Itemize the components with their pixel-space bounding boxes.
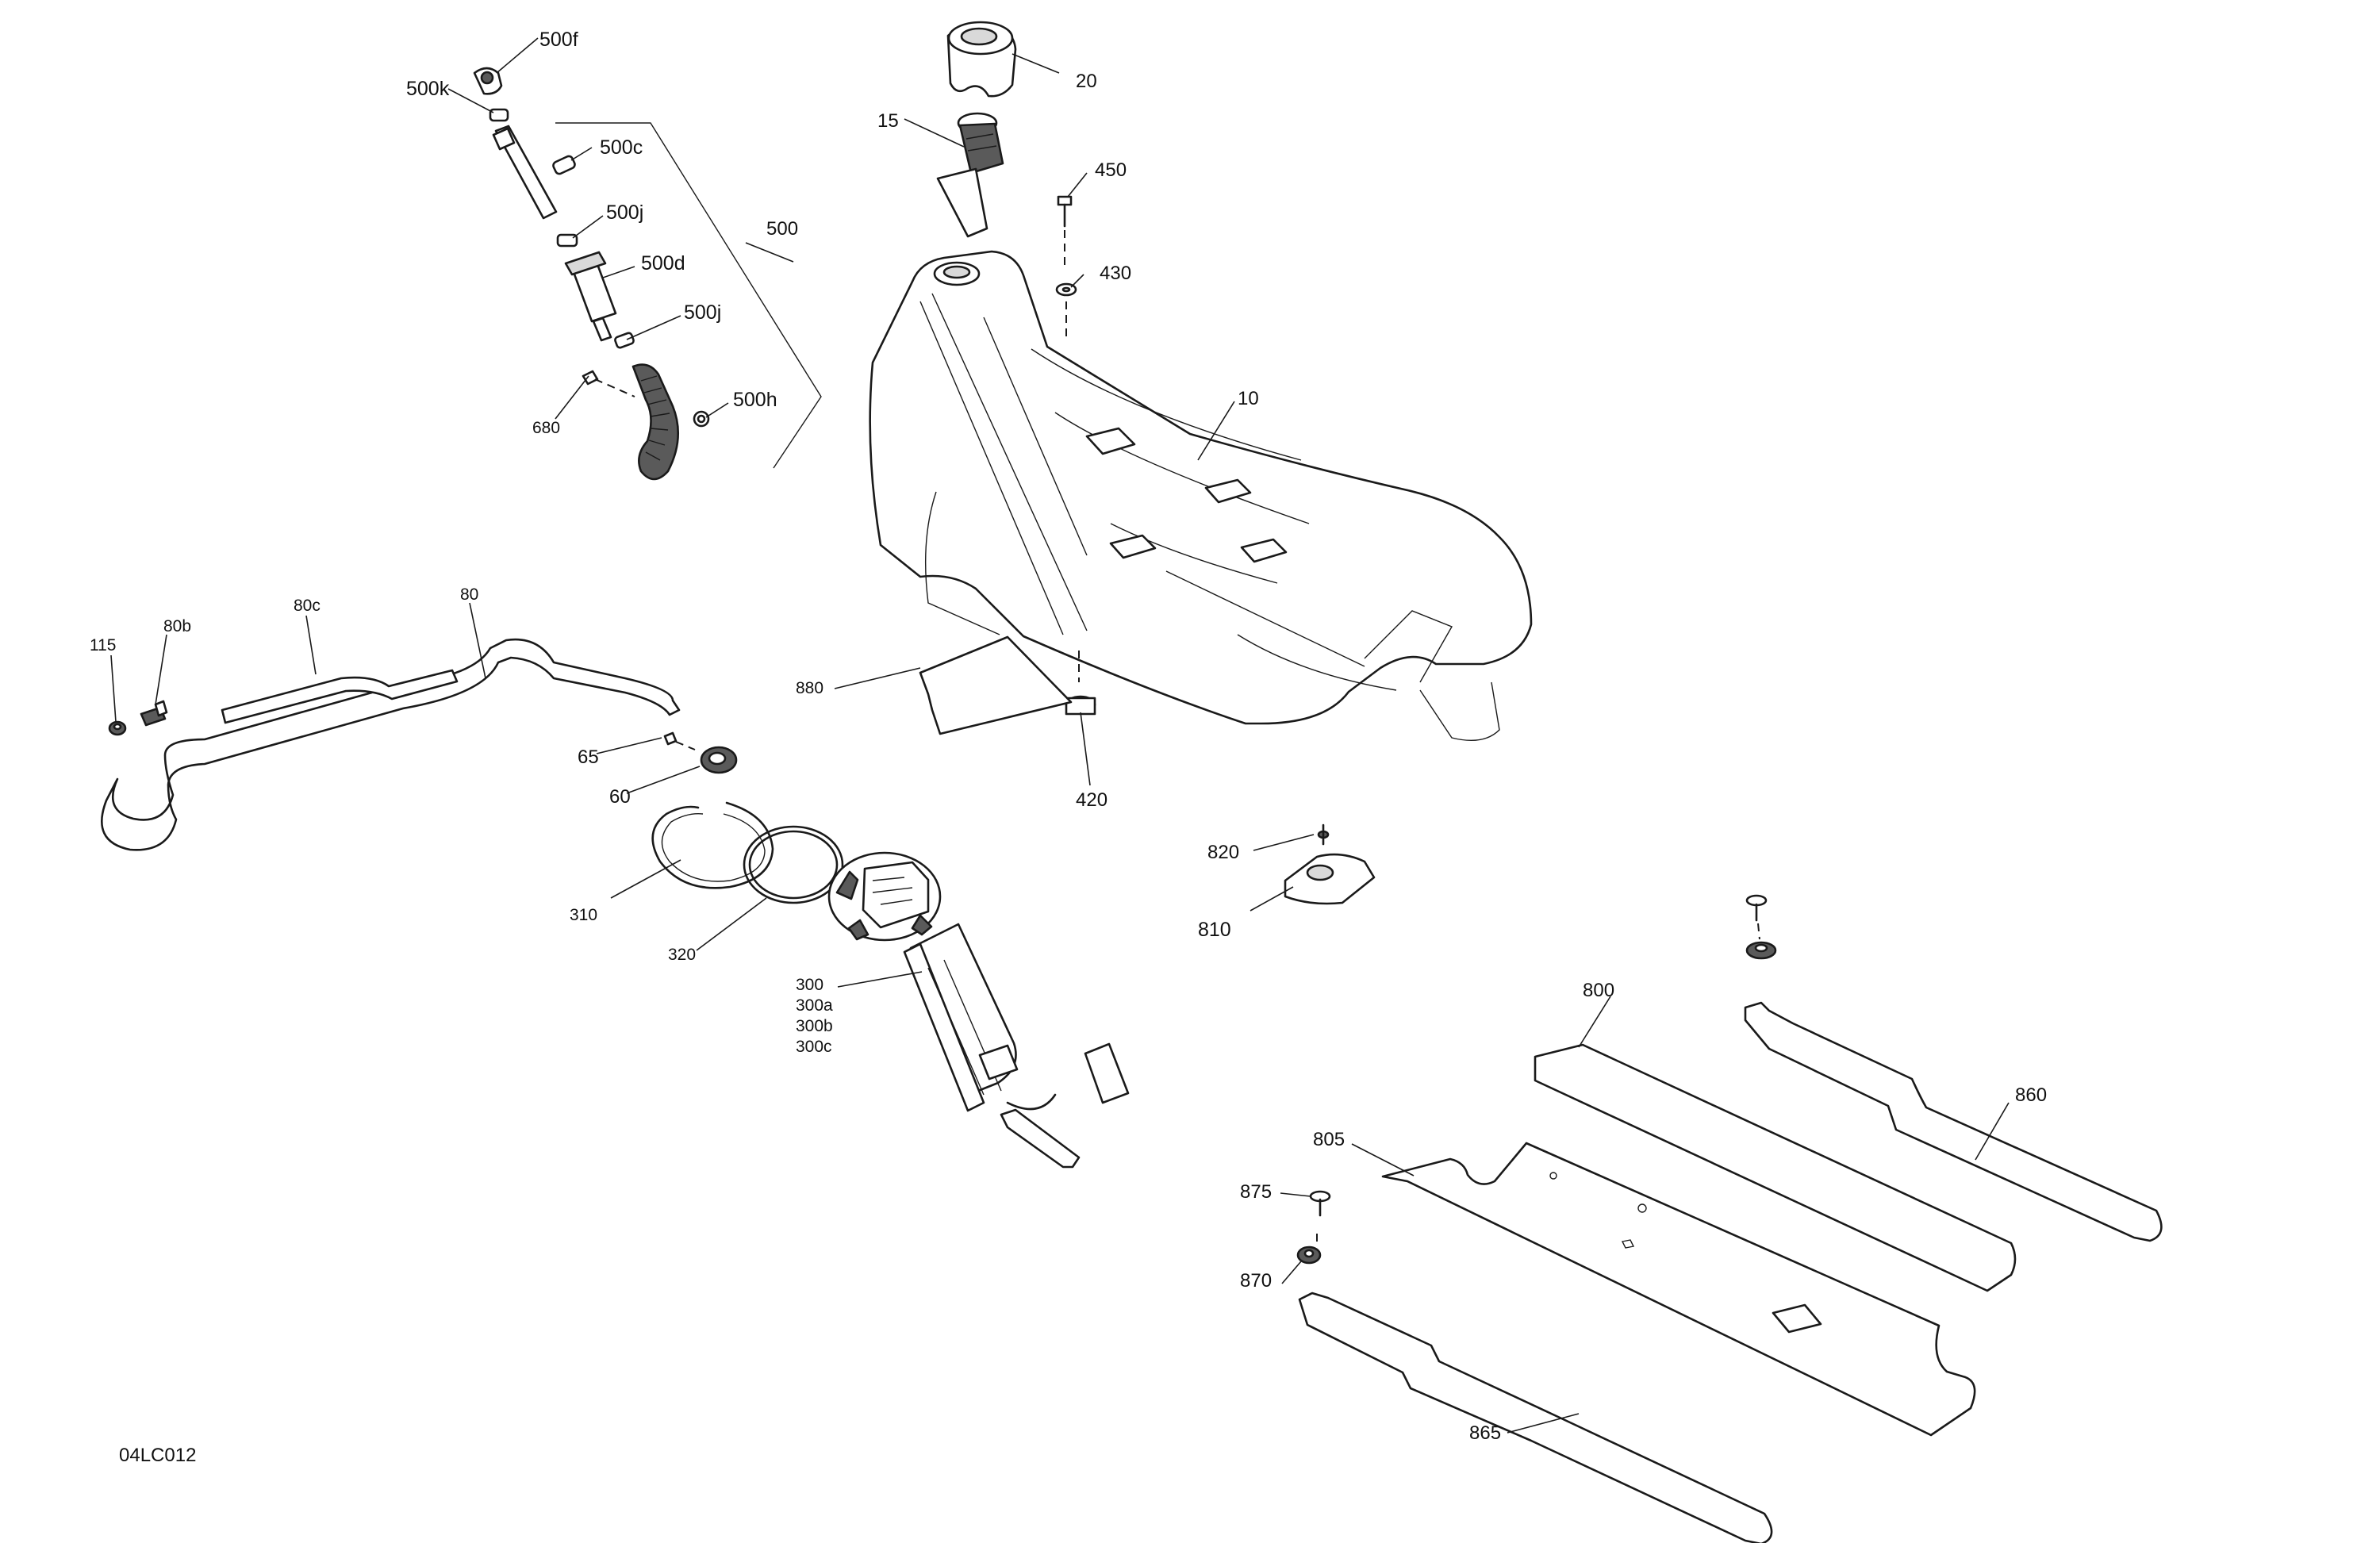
callout-500k: 500k: [406, 78, 450, 100]
callout-15: 15: [877, 110, 899, 132]
callout-820: 820: [1207, 842, 1239, 863]
bracket-810[interactable]: [1284, 823, 1376, 905]
callout-500: 500: [766, 218, 798, 240]
lock-ring-310[interactable]: [651, 801, 774, 889]
callout-320: 320: [668, 946, 696, 964]
strap-865[interactable]: [1298, 1292, 1773, 1543]
washer-430[interactable]: [1055, 282, 1077, 337]
callout-labels: 500f 500k 500c 500 500j 500d 500j 500h 6…: [90, 29, 2047, 1444]
fuel-pump-300[interactable]: [827, 851, 1130, 1169]
fitting-60[interactable]: [700, 746, 738, 774]
callout-300: 300: [796, 976, 823, 994]
callout-500f: 500f: [539, 29, 578, 51]
callout-420: 420: [1076, 789, 1107, 811]
callout-805: 805: [1313, 1129, 1345, 1150]
callout-300b: 300b: [796, 1017, 833, 1035]
pad-880[interactable]: [919, 635, 1073, 735]
callout-880: 880: [796, 679, 823, 697]
callout-500j-b: 500j: [684, 301, 721, 324]
callout-430: 430: [1100, 263, 1131, 284]
fastener-860[interactable]: [1745, 894, 1777, 960]
callout-450: 450: [1095, 159, 1127, 181]
callout-500j-a: 500j: [606, 202, 643, 224]
filler-neck[interactable]: [936, 112, 1004, 238]
callout-500c: 500c: [600, 136, 643, 159]
washer-870[interactable]: [1296, 1234, 1322, 1265]
callout-65: 65: [578, 747, 599, 768]
callout-310: 310: [570, 906, 597, 924]
heat-shield-805[interactable]: [1381, 1142, 1976, 1437]
vent-hose-80[interactable]: [101, 638, 681, 851]
callout-810: 810: [1198, 919, 1231, 941]
callout-875: 875: [1240, 1181, 1272, 1203]
fuel-filter-assembly[interactable]: [473, 67, 822, 481]
screw-65[interactable]: [663, 731, 696, 750]
heat-shield-800[interactable]: [1534, 1043, 2017, 1292]
callout-300c: 300c: [796, 1038, 832, 1056]
leader-lines: [110, 37, 2010, 1434]
callout-80c: 80c: [294, 597, 321, 615]
callout-80: 80: [460, 585, 478, 604]
strap-860[interactable]: [1744, 1001, 2163, 1242]
screw-875[interactable]: [1309, 1190, 1331, 1217]
connector-80b[interactable]: [140, 700, 168, 727]
callout-865: 865: [1469, 1422, 1501, 1444]
callout-870: 870: [1240, 1270, 1272, 1292]
callout-500h: 500h: [733, 389, 777, 411]
callout-10: 10: [1238, 388, 1259, 409]
callout-60: 60: [609, 786, 631, 808]
fuel-tank[interactable]: [869, 250, 1533, 742]
callout-680: 680: [532, 419, 560, 437]
screw-450[interactable]: [1057, 195, 1073, 270]
drawing-id: 04LC012: [119, 1445, 196, 1466]
vent-hose-80c[interactable]: [221, 669, 459, 724]
callout-80b: 80b: [163, 617, 191, 635]
callout-800: 800: [1583, 980, 1614, 1001]
callout-115: 115: [90, 636, 116, 654]
gasket-320[interactable]: [743, 825, 844, 904]
callout-300a: 300a: [796, 996, 833, 1015]
fuel-cap[interactable]: [946, 21, 1017, 98]
callout-500d: 500d: [641, 252, 685, 274]
callout-20: 20: [1076, 71, 1097, 92]
callout-860: 860: [2015, 1084, 2047, 1106]
clip-115[interactable]: [108, 720, 127, 736]
